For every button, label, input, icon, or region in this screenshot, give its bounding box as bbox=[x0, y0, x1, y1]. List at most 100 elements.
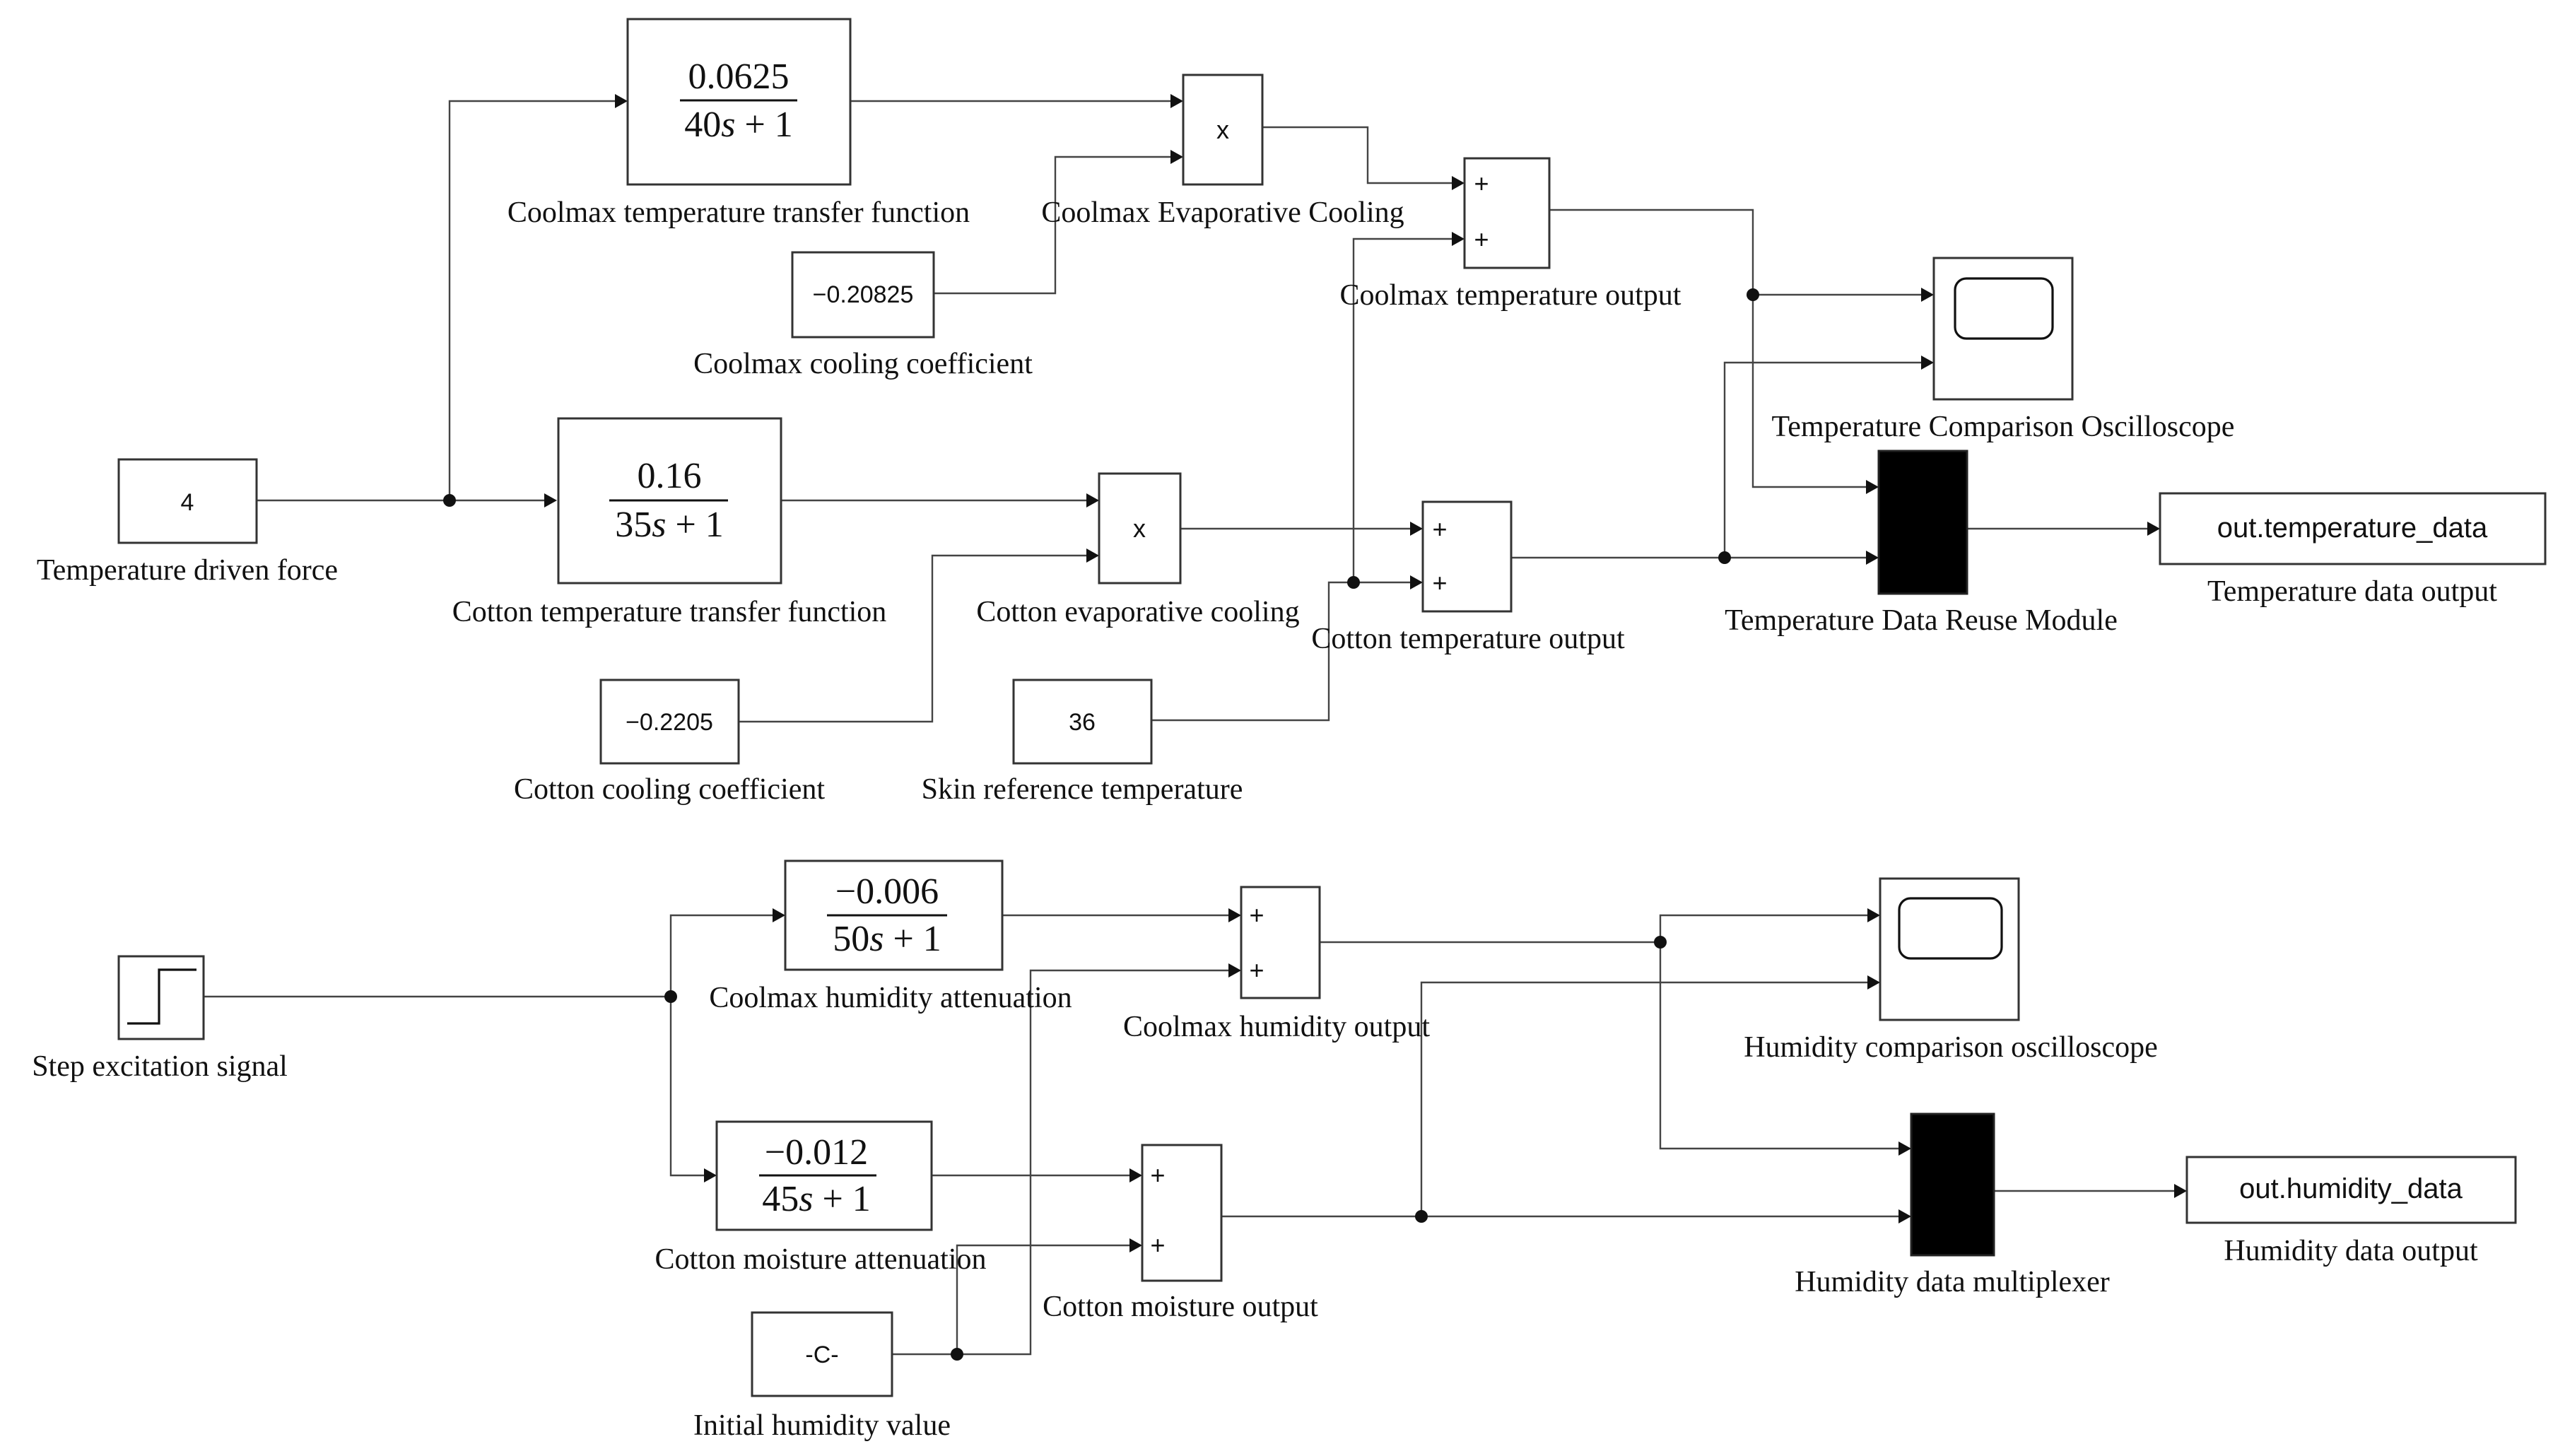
constant-value: −0.20825 bbox=[813, 281, 914, 308]
wire-skin-ref-to-coolmax-sum bbox=[1352, 237, 1452, 582]
constant-value: 4 bbox=[181, 489, 194, 516]
step-signal-block[interactable] bbox=[117, 955, 205, 1040]
sum-sign: + bbox=[1249, 956, 1264, 985]
tf-numerator: −0.012 bbox=[765, 1132, 868, 1173]
wire-coolmax-hum-to-mux bbox=[1659, 942, 1898, 1150]
humidity-scope-label: Humidity comparison oscilloscope bbox=[1744, 1031, 2158, 1064]
sum-sign: + bbox=[1432, 515, 1447, 544]
wire-skin-ref bbox=[1151, 581, 1410, 722]
wire-init-hum-to-coolmax-sum bbox=[957, 969, 1228, 1356]
scope-screen-icon bbox=[1954, 277, 2054, 340]
constant-value: −0.2205 bbox=[626, 709, 713, 736]
tf-denominator: 35s + 1 bbox=[615, 505, 724, 545]
skin-reference-label: Skin reference temperature bbox=[922, 773, 1243, 806]
temperature-mux-block[interactable] bbox=[1877, 450, 1968, 595]
arrowhead bbox=[1170, 94, 1183, 108]
arrowhead bbox=[1866, 551, 1879, 565]
coolmax-cooling-coefficient-label: Coolmax cooling coefficient bbox=[693, 348, 1033, 380]
arrowhead bbox=[704, 1168, 717, 1182]
coolmax-humidity-sum-block[interactable]: + + bbox=[1240, 886, 1321, 999]
cotton-temperature-sum-label: Cotton temperature output bbox=[1311, 623, 1625, 655]
coolmax-humidity-tf-block[interactable]: −0.006 50s + 1 bbox=[784, 859, 1004, 971]
arrowhead bbox=[1867, 975, 1880, 990]
coolmax-humidity-sum-label: Coolmax humidity output bbox=[1123, 1011, 1430, 1043]
humidity-workspace-block[interactable]: out.humidity_data bbox=[2185, 1156, 2517, 1224]
wire-cotton-to-temp-scope bbox=[1723, 361, 1921, 558]
signal-lines bbox=[204, 100, 2174, 1356]
arrowhead bbox=[2174, 1184, 2187, 1198]
coolmax-temperature-tf-label: Coolmax temperature transfer function bbox=[507, 196, 970, 229]
coolmax-evaporative-label: Coolmax Evaporative Cooling bbox=[1041, 196, 1404, 229]
initial-humidity-label: Initial humidity value bbox=[693, 1409, 951, 1442]
cotton-evaporative-product-block[interactable]: x bbox=[1098, 472, 1182, 585]
arrowhead bbox=[1452, 176, 1465, 190]
branch-point bbox=[1415, 1210, 1428, 1223]
arrowhead bbox=[1410, 522, 1423, 536]
wire-branch-to-coolmax-hum bbox=[669, 914, 773, 997]
arrowhead bbox=[2147, 522, 2160, 536]
coolmax-temperature-sum-label: Coolmax temperature output bbox=[1340, 279, 1682, 312]
temperature-force-block[interactable]: 4 bbox=[117, 458, 258, 544]
arrowhead bbox=[773, 908, 785, 922]
sum-sign: + bbox=[1432, 568, 1447, 597]
cotton-moisture-tf-block[interactable]: −0.012 45s + 1 bbox=[715, 1120, 933, 1231]
humidity-scope-block[interactable] bbox=[1879, 877, 2020, 1021]
coolmax-cooling-coefficient-block[interactable]: −0.20825 bbox=[791, 251, 935, 339]
cotton-temperature-tf-block[interactable]: 0.16 35s + 1 bbox=[557, 417, 782, 585]
wire-cotton-moist-to-scope bbox=[1420, 981, 1867, 1216]
wire-coolmax-hum-to-scope bbox=[1659, 914, 1867, 942]
arrowhead bbox=[1921, 288, 1934, 302]
arrowhead bbox=[1410, 575, 1423, 589]
temperature-workspace-label: Temperature data output bbox=[2207, 575, 2497, 608]
wire-branch-to-coolmax-tf bbox=[448, 100, 615, 500]
sum-sign: + bbox=[1474, 225, 1489, 254]
cotton-temperature-sum-block[interactable]: + + bbox=[1421, 500, 1513, 613]
sum-sign: + bbox=[1150, 1161, 1165, 1190]
arrowhead bbox=[1228, 908, 1241, 922]
temperature-scope-block[interactable] bbox=[1932, 257, 2074, 401]
arrowhead bbox=[1898, 1141, 1911, 1156]
arrowhead bbox=[1170, 150, 1183, 164]
branch-point bbox=[951, 1348, 963, 1361]
skin-reference-block[interactable]: 36 bbox=[1012, 679, 1153, 765]
arrowhead bbox=[1129, 1238, 1142, 1252]
initial-humidity-block[interactable]: -C- bbox=[751, 1311, 893, 1397]
wire-cotton-coeff-to-product bbox=[739, 554, 1086, 723]
coolmax-humidity-tf-label: Coolmax humidity attenuation bbox=[709, 982, 1072, 1014]
cotton-temperature-tf-label: Cotton temperature transfer function bbox=[452, 596, 887, 628]
arrowhead bbox=[615, 94, 628, 108]
humidity-mux-block[interactable] bbox=[1910, 1112, 1995, 1257]
cotton-moisture-tf-label: Cotton moisture attenuation bbox=[655, 1243, 987, 1276]
cotton-cooling-coefficient-block[interactable]: −0.2205 bbox=[599, 679, 740, 765]
tf-numerator: 0.16 bbox=[638, 456, 702, 496]
branch-point bbox=[1654, 936, 1667, 949]
arrowhead bbox=[1129, 1168, 1142, 1182]
cotton-moisture-sum-label: Cotton moisture output bbox=[1043, 1291, 1318, 1323]
tf-numerator: 0.0625 bbox=[688, 57, 790, 97]
coolmax-temperature-sum-block[interactable]: + + bbox=[1463, 157, 1551, 269]
coolmax-temperature-tf-block[interactable]: 0.0625 40s + 1 bbox=[626, 18, 852, 186]
branch-point bbox=[1347, 576, 1360, 589]
wire-init-hum bbox=[892, 1244, 1129, 1356]
sum-sign: + bbox=[1249, 900, 1264, 929]
branch-point bbox=[443, 494, 456, 507]
wire-coolmax-product-to-sum bbox=[1262, 126, 1452, 184]
cotton-evaporative-label: Cotton evaporative cooling bbox=[976, 596, 1299, 628]
coolmax-evaporative-product-block[interactable]: x bbox=[1182, 74, 1264, 186]
step-signal-label: Step excitation signal bbox=[32, 1050, 288, 1083]
arrowhead bbox=[1086, 548, 1099, 563]
cotton-moisture-sum-block[interactable]: + + bbox=[1141, 1144, 1223, 1282]
temperature-scope-label: Temperature Comparison Oscilloscope bbox=[1772, 411, 2235, 443]
temperature-workspace-block[interactable]: out.temperature_data bbox=[2159, 492, 2547, 565]
tf-denominator: 40s + 1 bbox=[684, 105, 793, 145]
arrowhead bbox=[1898, 1209, 1911, 1223]
arrowhead bbox=[1921, 356, 1934, 370]
wire-coolmax-sum-out bbox=[1549, 209, 1866, 488]
arrowhead bbox=[1866, 480, 1879, 494]
humidity-workspace-label: Humidity data output bbox=[2224, 1235, 2478, 1267]
humidity-mux-label: Humidity data multiplexer bbox=[1795, 1266, 2110, 1298]
branch-point bbox=[1747, 288, 1759, 301]
arrowhead bbox=[1452, 232, 1465, 246]
wire-coolmax-coeff-to-product bbox=[934, 155, 1170, 295]
